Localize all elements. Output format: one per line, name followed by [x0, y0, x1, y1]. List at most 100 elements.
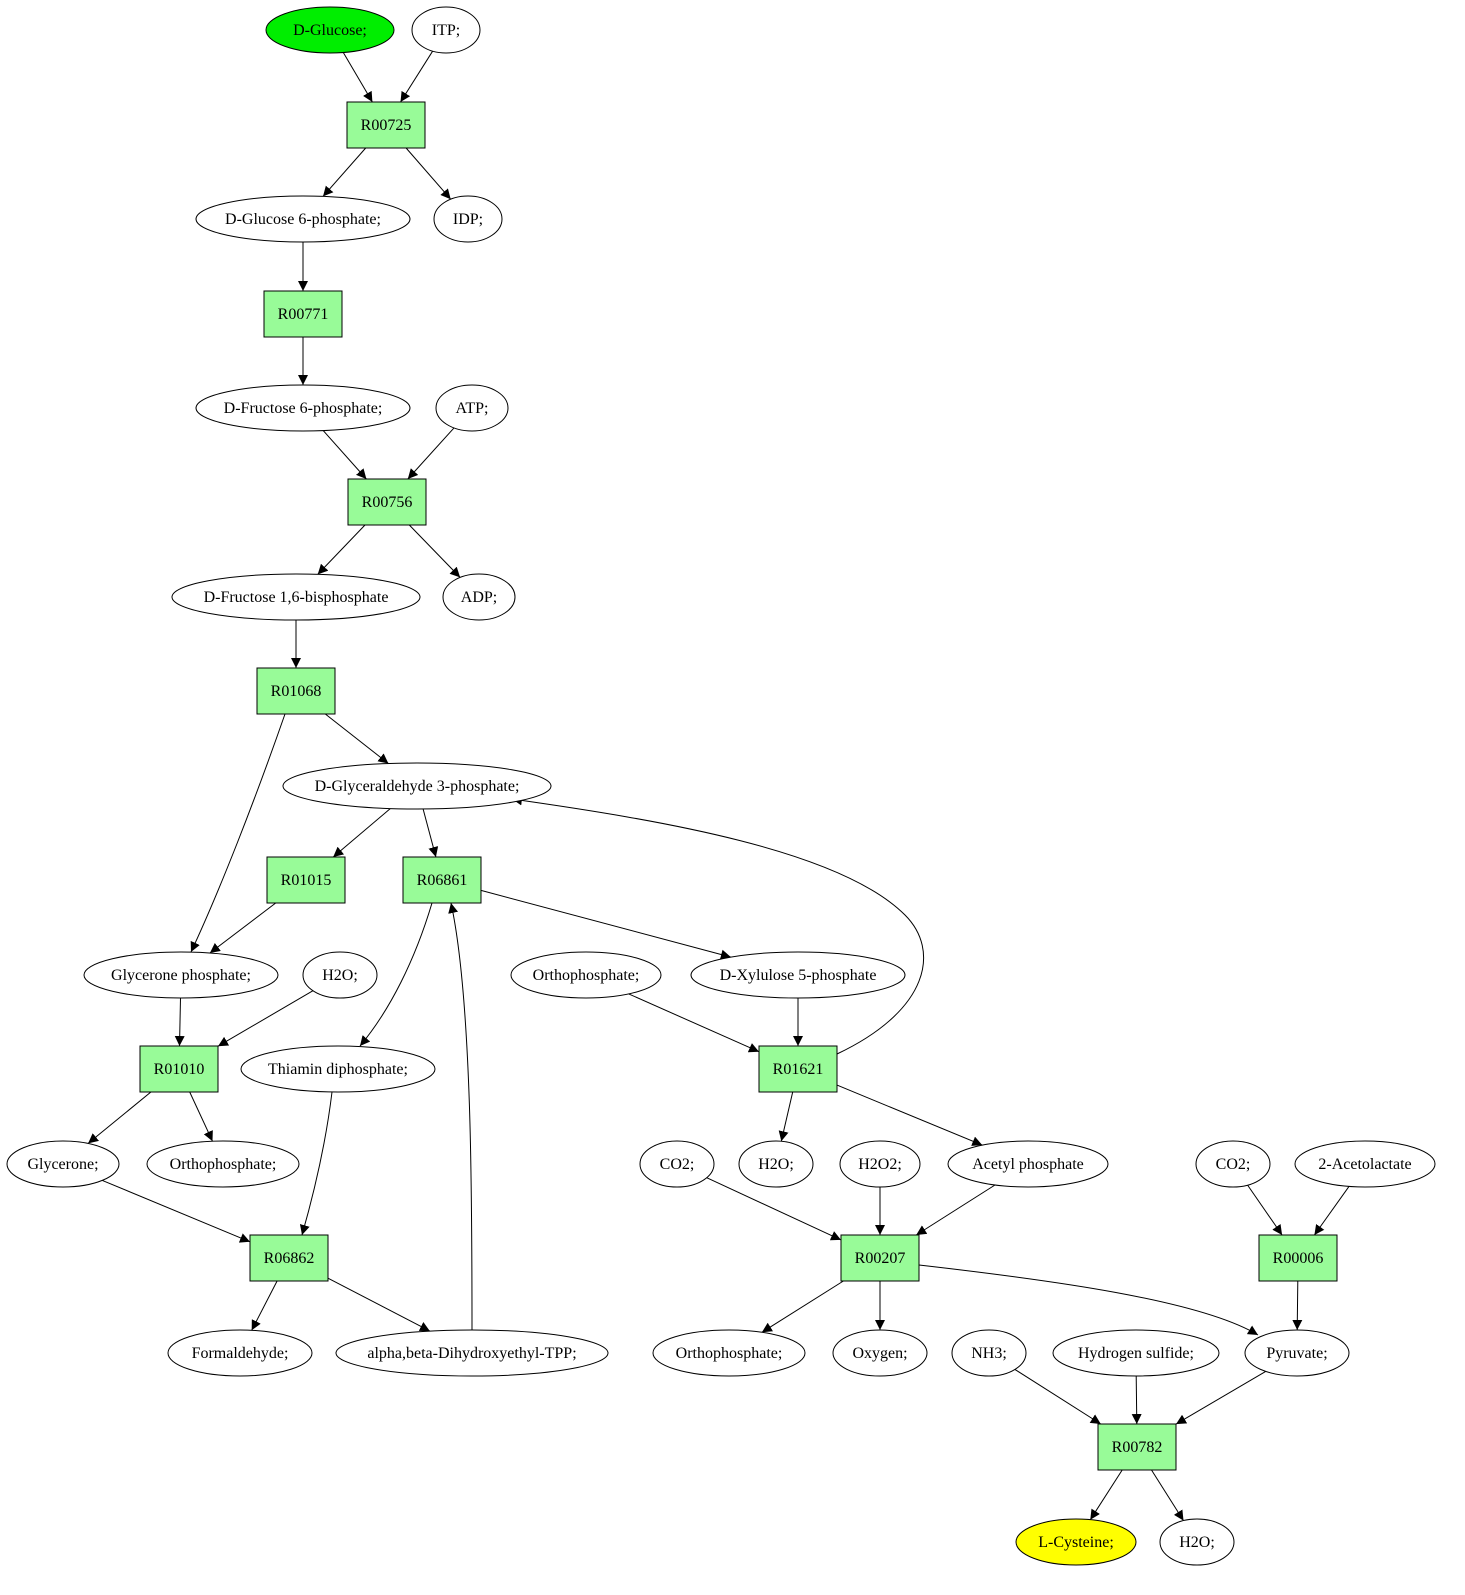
- node-label: 2-Acetolactate: [1318, 1156, 1411, 1173]
- edge-c_co2_b-to-r_r00006: [1247, 1184, 1283, 1236]
- node-label: D-Fructose 1,6-bisphosphate: [204, 589, 389, 606]
- node-label: D-Glucose 6-phosphate;: [225, 211, 381, 228]
- node-label: R00771: [278, 306, 329, 323]
- compound-ellipse: [1195, 1140, 1271, 1188]
- reaction-box: [346, 101, 426, 149]
- compound-node-c_cysteine: L-Cysteine;: [1015, 1518, 1137, 1566]
- compound-node-c_pyruvate: Pyruvate;: [1244, 1329, 1350, 1377]
- node-label: alpha,beta-Dihydroxyethyl-TPP;: [367, 1345, 576, 1362]
- compound-ellipse: [1294, 1140, 1436, 1188]
- compound-node-c_dglucose: D-Glucose;: [265, 6, 395, 54]
- edge-c_h2s-to-r_r00782: [1131, 1375, 1142, 1425]
- node-label: H2O;: [322, 967, 358, 984]
- node-label: Glycerone phosphate;: [111, 967, 251, 984]
- edge-r_r00006-to-c_pyruvate: [1292, 1280, 1303, 1331]
- compound-node-c_h2o_c: H2O;: [1159, 1518, 1235, 1566]
- edge-r_r06861-to-c_tpp: [359, 902, 433, 1047]
- edge-r_r01068-to-c_gap: [324, 713, 389, 764]
- compound-ellipse: [302, 951, 378, 999]
- edge-r_r00725-to-c_idp: [405, 147, 452, 200]
- edge-r_r00207-to-c_pyruvate: [918, 1264, 1259, 1336]
- compound-ellipse: [947, 1140, 1109, 1188]
- node-label: Orthophosphate;: [170, 1156, 277, 1173]
- edge-r_r01621-to-c_acp: [836, 1084, 983, 1146]
- compound-ellipse: [690, 951, 906, 999]
- reaction-box: [139, 1045, 219, 1093]
- reaction-node-r_r06862: R06862: [249, 1234, 329, 1282]
- node-label: ADP;: [461, 589, 497, 606]
- edge-c_f6p-to-r_r00756: [322, 430, 367, 480]
- compound-node-c_acetolactate: 2-Acetolactate: [1294, 1140, 1436, 1188]
- edge-r_r06862-to-c_dhe_tpp: [327, 1277, 431, 1332]
- edge-r_r01621-to-c_h2o_b: [778, 1091, 794, 1142]
- node-label: ATP;: [456, 400, 489, 417]
- node-label: D-Glyceraldehyde 3-phosphate;: [315, 778, 520, 795]
- compound-node-c_itp: ITP;: [411, 6, 481, 54]
- edge-c_glycerone-to-r_r06862: [102, 1179, 251, 1243]
- compound-node-c_g6p: D-Glucose 6-phosphate;: [195, 195, 411, 243]
- compound-ellipse: [411, 6, 481, 54]
- node-label: Orthophosphate;: [676, 1345, 783, 1362]
- node-label: R00725: [361, 117, 412, 134]
- reaction-box: [758, 1045, 838, 1093]
- edge-r_r06861-to-c_x5p: [480, 889, 732, 960]
- compound-ellipse: [195, 195, 411, 243]
- node-label: Glycerone;: [27, 1156, 98, 1173]
- reaction-box: [263, 290, 343, 338]
- edge-c_gap-to-r_r06861: [422, 808, 439, 858]
- compound-node-c_oxygen: Oxygen;: [832, 1329, 928, 1377]
- node-label: CO2;: [660, 1156, 695, 1173]
- compound-ellipse: [335, 1329, 609, 1377]
- compound-node-c_acp: Acetyl phosphate: [947, 1140, 1109, 1188]
- node-label: Oxygen;: [852, 1345, 907, 1362]
- compound-ellipse: [1159, 1518, 1235, 1566]
- edge-c_dhap-to-r_r01010: [174, 997, 185, 1047]
- node-label: R01068: [271, 683, 322, 700]
- node-label: R06861: [417, 872, 468, 889]
- reaction-box: [347, 478, 427, 526]
- node-label: R01010: [154, 1061, 205, 1078]
- edge-r_r01015-to-c_dhap: [209, 902, 277, 954]
- compound-ellipse: [1244, 1329, 1350, 1377]
- node-label: R00782: [1112, 1439, 1163, 1456]
- compound-ellipse: [652, 1329, 806, 1377]
- compound-ellipse: [6, 1140, 120, 1188]
- compound-ellipse: [146, 1140, 300, 1188]
- compound-ellipse: [240, 1045, 436, 1093]
- compound-node-c_idp: IDP;: [433, 195, 503, 243]
- edges-layer: [87, 50, 1350, 1521]
- reaction-node-r_r00782: R00782: [1097, 1423, 1177, 1471]
- node-label: H2O2;: [858, 1156, 902, 1173]
- compound-ellipse: [951, 1329, 1027, 1377]
- node-label: D-Glucose;: [293, 22, 367, 39]
- node-label: IDP;: [453, 211, 483, 228]
- edge-r_r00782-to-c_cysteine: [1089, 1469, 1123, 1520]
- node-label: D-Fructose 6-phosphate;: [224, 400, 383, 417]
- edge-r_r00756-to-c_adp: [408, 524, 461, 578]
- edge-c_nh3-to-r_r00782: [1014, 1368, 1102, 1425]
- edge-c_pyruvate-to-r_r00782: [1175, 1370, 1266, 1425]
- compound-ellipse: [738, 1140, 814, 1188]
- compound-node-c_co2_b: CO2;: [1195, 1140, 1271, 1188]
- edge-r_r00207-to-c_pi_c: [761, 1280, 844, 1333]
- compound-node-c_adp: ADP;: [442, 573, 516, 621]
- compound-node-c_dhe_tpp: alpha,beta-Dihydroxyethyl-TPP;: [335, 1329, 609, 1377]
- compound-node-c_dhap: Glycerone phosphate;: [83, 951, 279, 999]
- node-label: R01621: [773, 1061, 824, 1078]
- compound-ellipse: [839, 1140, 921, 1188]
- compound-ellipse: [639, 1140, 715, 1188]
- edge-r_r00782-to-c_h2o_c: [1151, 1469, 1184, 1521]
- node-label: R00756: [362, 494, 413, 511]
- reaction-box: [256, 667, 336, 715]
- edge-c_h2o_a-to-r_r01010: [217, 990, 314, 1047]
- edge-c_gap-to-r_r01015: [332, 808, 391, 858]
- node-label: CO2;: [1216, 1156, 1251, 1173]
- edge-c_atp-to-r_r00756: [407, 427, 455, 480]
- edge-c_acp-to-r_r00207: [915, 1184, 996, 1236]
- compound-ellipse: [433, 195, 503, 243]
- compound-ellipse: [83, 951, 279, 999]
- compound-ellipse: [510, 951, 662, 999]
- compound-ellipse: [265, 6, 395, 54]
- edge-r_r06862-to-c_formaldehyde: [251, 1280, 278, 1331]
